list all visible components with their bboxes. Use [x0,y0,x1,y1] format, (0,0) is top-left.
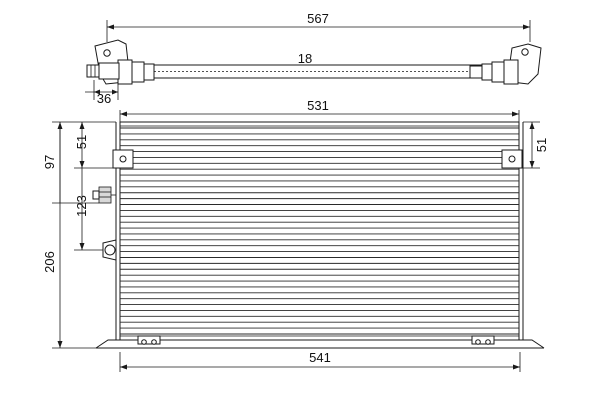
inlet-fitting-cap [92,190,100,200]
dimension-top-to-mount-right: 51 [534,138,549,152]
left-bracket-hole [103,49,111,57]
dimension-core-height: 206 [42,251,57,273]
right-bracket-hole [521,48,529,56]
right-clamp-nut [481,63,493,81]
dimension-tube-diameter: 18 [298,51,312,66]
left-header-end [117,59,133,85]
outlet-port-ring [104,244,116,256]
right-mount-hole [508,155,516,163]
arrow-right-567 [523,24,530,30]
left-mount-hole [119,155,127,163]
dimension-top-to-mount-left: 51 [74,135,89,149]
bottom-left-bracket [137,335,161,345]
arrow-left-567 [107,24,114,30]
dimension-bottom-width: 541 [309,350,331,365]
left-fitting [86,64,100,78]
dimension-overall-width: 567 [307,11,329,26]
left-fitting-body [98,62,120,80]
inlet-fitting [98,186,112,204]
dimension-upper-left: 97 [42,155,57,169]
right-header-end [503,59,519,85]
right-clamp-nut-2 [469,65,483,79]
left-clamp-nut [143,63,155,81]
left-clamp [131,61,145,83]
condenser-core [119,121,520,341]
top-view: 567 18 36 [85,11,542,106]
bottom-right-bracket [471,335,495,345]
front-view: 531 [42,98,549,372]
dimension-core-width: 531 [307,98,329,113]
dimension-bracket-offset: 36 [97,91,111,106]
dimension-port-spacing: 123 [74,195,89,217]
right-clamp [491,61,505,83]
fin-rows [120,127,519,335]
